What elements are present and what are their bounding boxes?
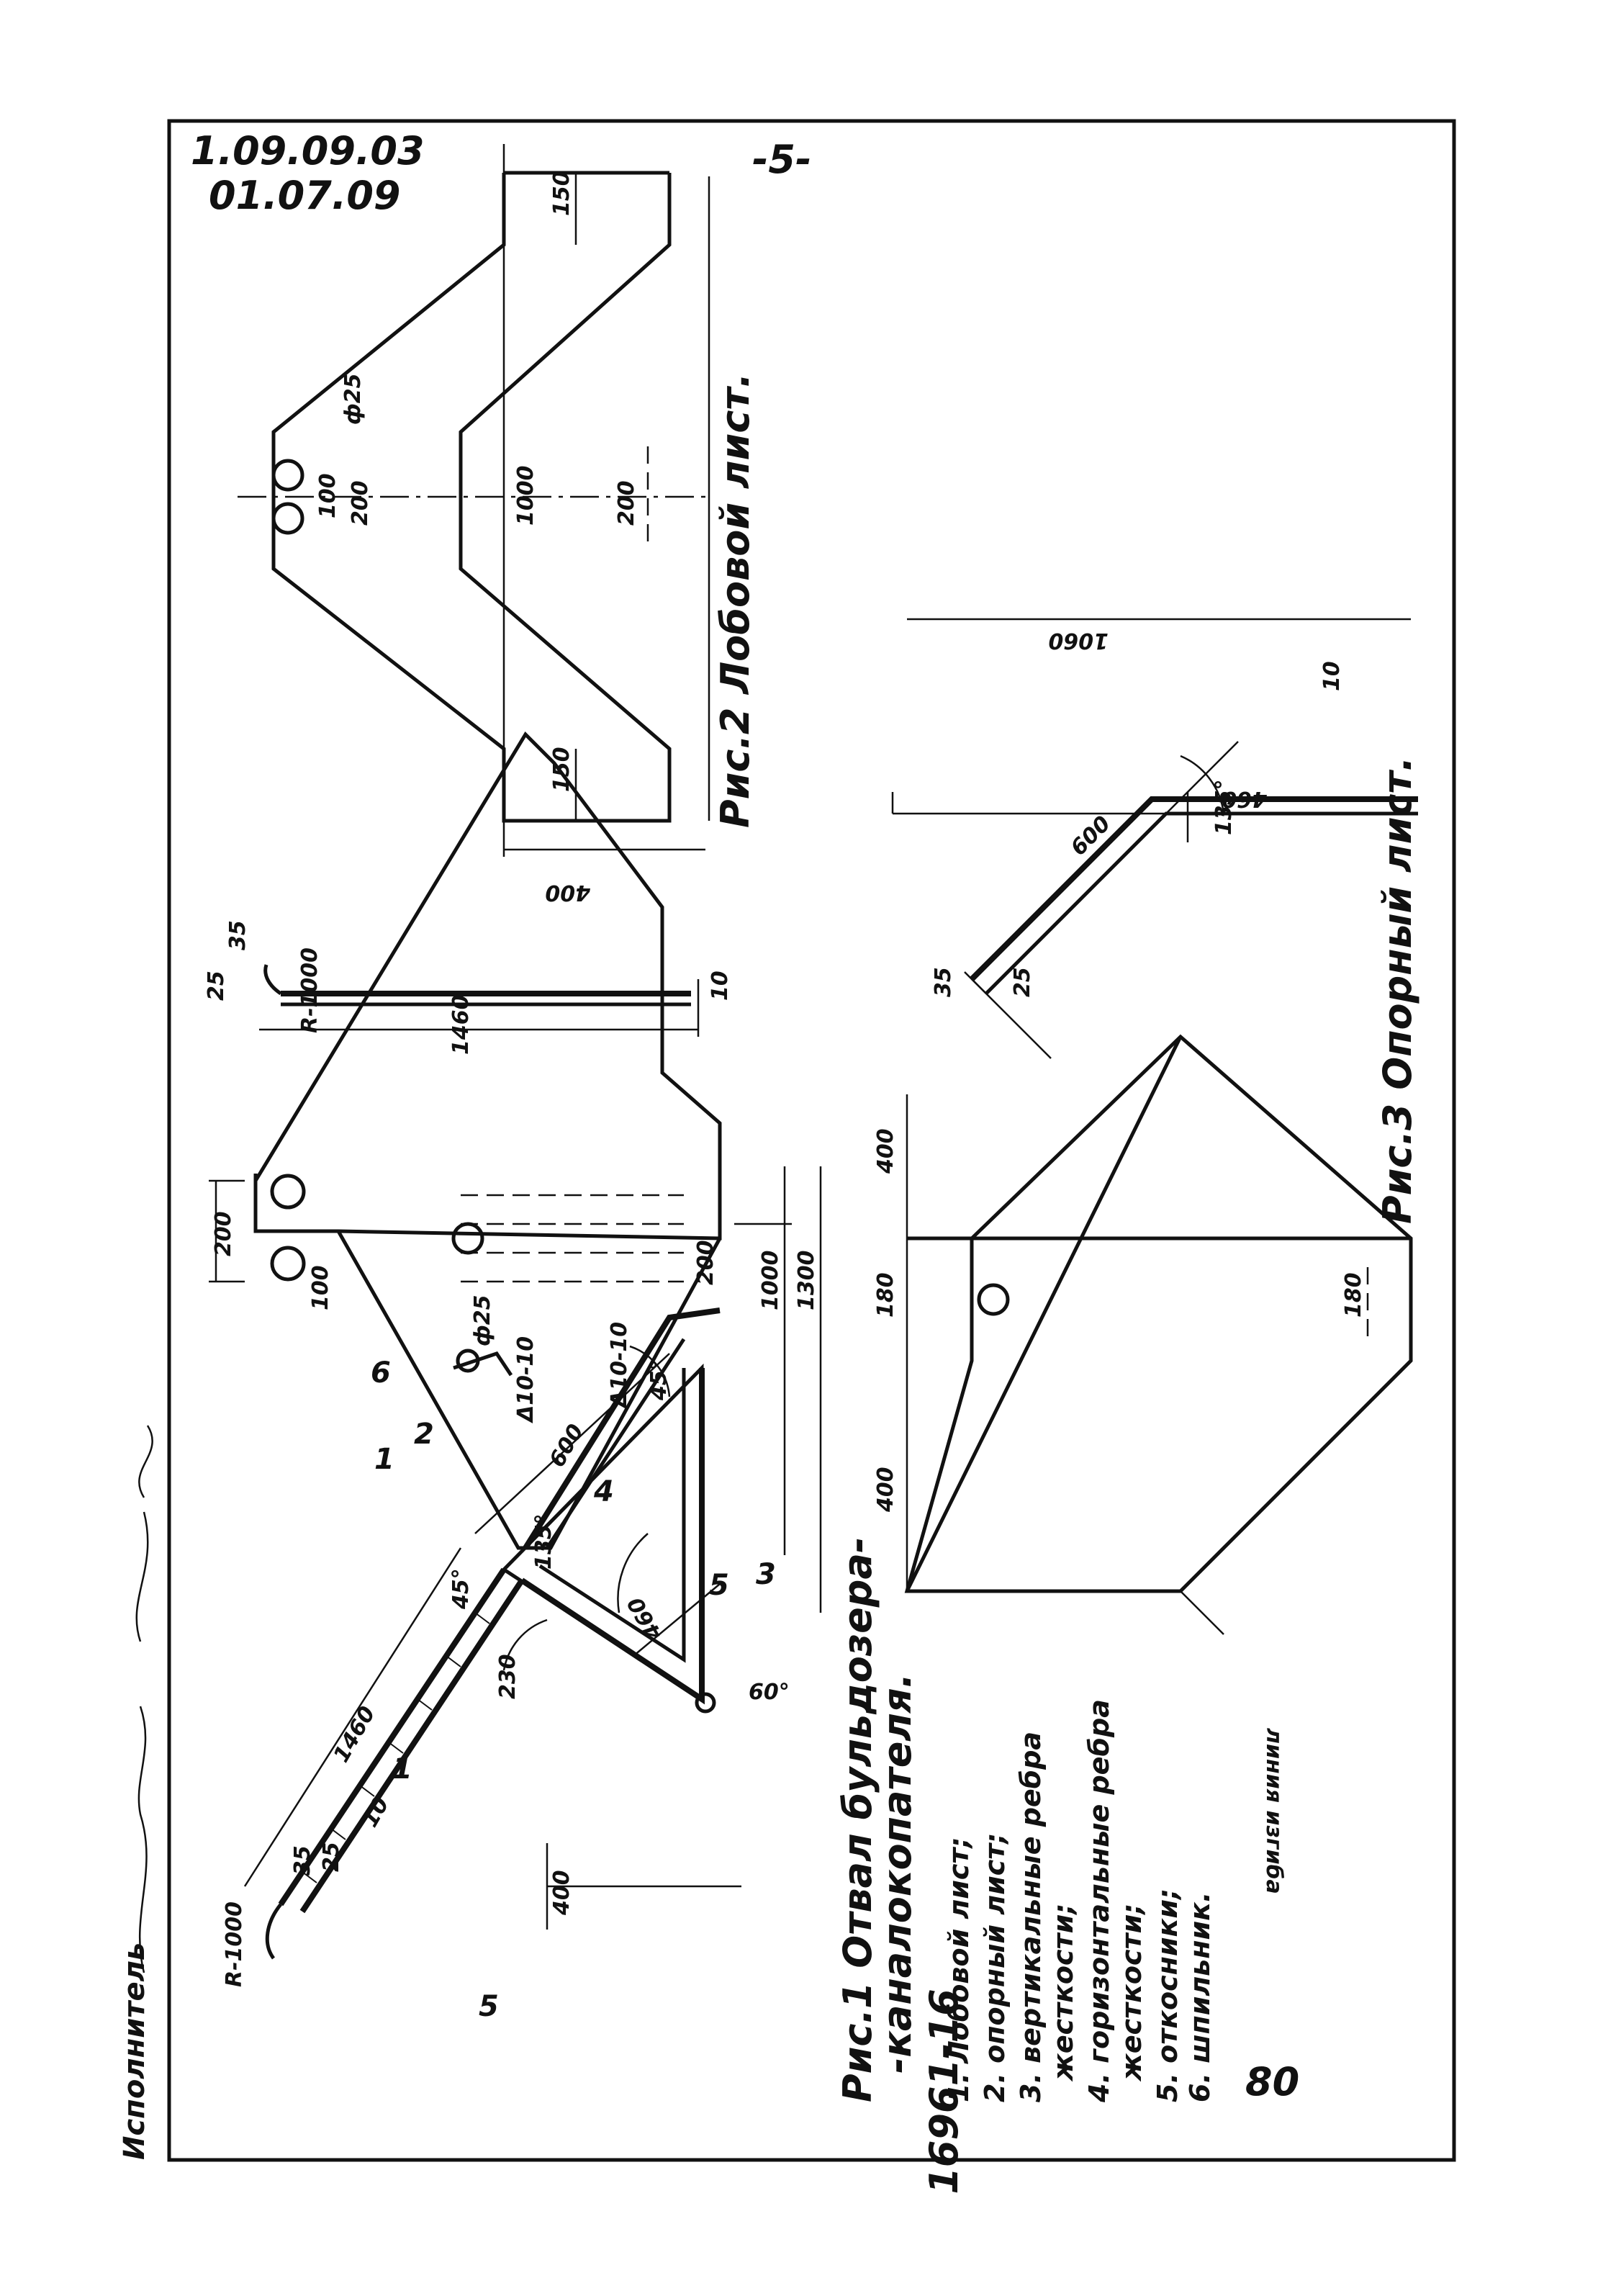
fig1-callout-3: 3 bbox=[756, 1558, 776, 1591]
fig1-25: 25 bbox=[319, 1842, 344, 1872]
fig3-1060: 1060 bbox=[1049, 628, 1109, 653]
fig1-35: 35 bbox=[290, 1845, 315, 1876]
fig1-400: 400 bbox=[549, 1870, 574, 1916]
fig3-drawing bbox=[891, 618, 1418, 1059]
fig1-60deg: 60° bbox=[749, 1680, 790, 1705]
fig3-flat-180b: 180 bbox=[1341, 1272, 1366, 1318]
fig3-600: 600 bbox=[1066, 811, 1116, 861]
fig3-flat-drawing bbox=[904, 1034, 1413, 1635]
fig1-callout-2: 2 bbox=[414, 1418, 434, 1451]
fig1-legend-1: 1. Лобовой лист; bbox=[943, 1837, 975, 2102]
fig1-phi25: ф25 bbox=[470, 1295, 495, 1346]
fig1-section-drawing bbox=[243, 1349, 741, 1960]
page-number: -5- bbox=[752, 137, 811, 182]
fig3-460: 460 bbox=[1222, 786, 1268, 811]
fig1-45deg: 45° bbox=[448, 1568, 474, 1610]
sheet-frame bbox=[167, 119, 1456, 2162]
fig1-caption-2: -каналокопателя. bbox=[875, 1673, 920, 2074]
view-b-callout-5: 5 bbox=[709, 1569, 729, 1602]
view-b-rib: Δ10-10 bbox=[513, 1336, 538, 1423]
fig1-legend-4: жесткости; bbox=[1047, 1904, 1079, 2082]
fig2-drawing bbox=[238, 144, 710, 857]
view-b-drawing bbox=[209, 731, 822, 1613]
fig1-1460: 1460 bbox=[329, 1702, 381, 1767]
sheet-number: 80 bbox=[1245, 2059, 1299, 2104]
fig1-callout-6: 6 bbox=[371, 1356, 391, 1390]
fig1-r1000: R-1000 bbox=[222, 1901, 247, 1987]
fig1-callout-1: 1 bbox=[392, 1752, 412, 1786]
fig3-caption: Рис.3 Опорный лист. bbox=[1375, 757, 1420, 1224]
document-number: 16961-16 bbox=[921, 1989, 967, 2194]
fig3-135deg: 135° bbox=[1211, 779, 1237, 835]
profile-35: 35 bbox=[225, 920, 250, 950]
view-b-1300: 1300 bbox=[794, 1251, 819, 1311]
view-b-200a: 200 bbox=[211, 1211, 236, 1256]
view-b-200b: 200 bbox=[693, 1240, 718, 1285]
view-b-callout-1: 1 bbox=[374, 1443, 394, 1476]
code-line-2: 01.07.09 bbox=[209, 173, 400, 218]
fig1-legend-6: жесткости; bbox=[1116, 1904, 1147, 2082]
profile-25: 25 bbox=[204, 971, 229, 1001]
fig2-150b: 150 bbox=[549, 747, 574, 792]
fig3-10: 10 bbox=[1319, 661, 1345, 691]
fig1-10: 10 bbox=[358, 1793, 394, 1832]
bend-line-label: линия изгиба bbox=[1261, 1728, 1286, 1894]
fig1-legend-7: 5. откосники; bbox=[1152, 1888, 1183, 2102]
fig3-flat-180a: 180 bbox=[873, 1272, 898, 1318]
fig2-150a: 150 bbox=[549, 171, 574, 216]
fig1-legend-2: 2. опорный лист; bbox=[979, 1833, 1011, 2102]
view-b-callout-4: 4 bbox=[593, 1475, 614, 1508]
fig1-callout-5: 5 bbox=[479, 1990, 499, 2023]
fig2-400: 400 bbox=[545, 880, 591, 905]
view-b-45deg: 45° bbox=[646, 1359, 672, 1401]
code-line-1: 1.09.09.03 bbox=[191, 128, 425, 174]
profile-r1000: R-1000 bbox=[297, 947, 322, 1033]
fig1-460: 460 bbox=[623, 1593, 667, 1645]
fig2-200b: 200 bbox=[614, 480, 639, 526]
view-b-100: 100 bbox=[308, 1265, 333, 1310]
view-b-1000: 1000 bbox=[758, 1251, 783, 1311]
fig2-1000: 1000 bbox=[513, 466, 538, 526]
fig1-legend-8: 6. шпильник. bbox=[1184, 1892, 1216, 2102]
fig3-flat-400a: 400 bbox=[873, 1128, 898, 1174]
executor-label: Исполнитель bbox=[118, 1942, 151, 2160]
fig1-caption-1: Рис.1 Отвал бульдозера- bbox=[835, 1537, 880, 2102]
fig1-legend-3: 3. вертикальные ребра bbox=[1015, 1732, 1047, 2102]
fig2-200a: 200 bbox=[348, 480, 373, 526]
fig2-phi25: ф25 bbox=[340, 373, 366, 425]
executor-signature bbox=[135, 1425, 153, 1973]
profile-1460: 1460 bbox=[448, 995, 474, 1055]
fig2-caption: Рис.2 Лобовой лист. bbox=[713, 373, 758, 828]
fig2-100: 100 bbox=[315, 473, 340, 518]
fig3-35: 35 bbox=[931, 967, 956, 997]
profile-drawing bbox=[259, 964, 700, 1037]
profile-10: 10 bbox=[708, 971, 733, 1001]
fig1-230: 230 bbox=[495, 1654, 520, 1699]
fig3-25: 25 bbox=[1010, 967, 1035, 997]
fig1-legend-5: 4. горизонтальные ребра bbox=[1083, 1699, 1115, 2103]
fig3-flat-400b: 400 bbox=[873, 1467, 898, 1513]
